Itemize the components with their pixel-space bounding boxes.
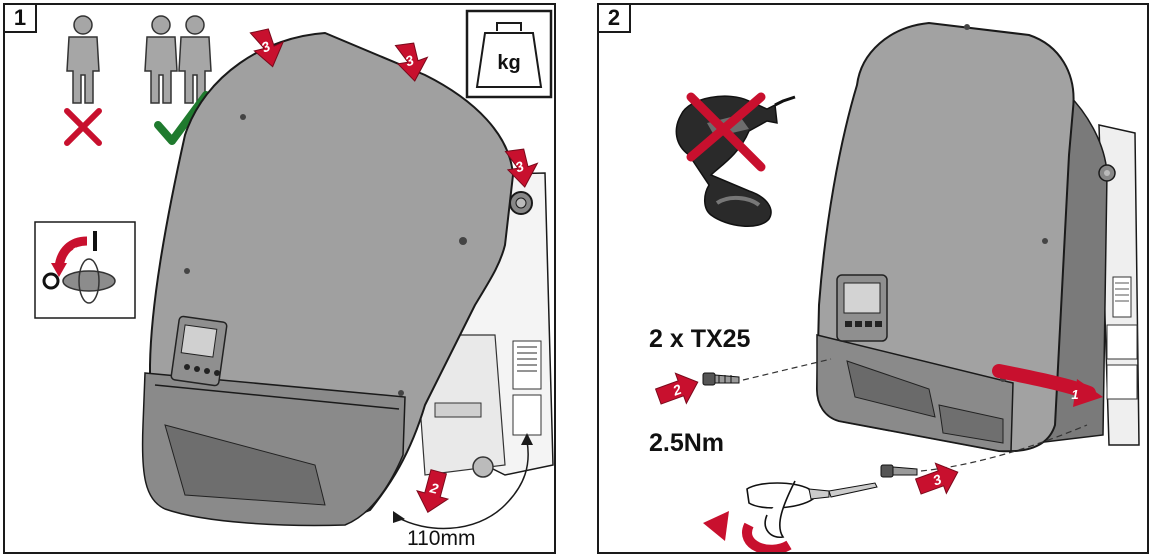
screw-icon [702,372,740,386]
weight-label: kg [497,52,520,74]
panel-1-illustration: kg 1 [34,9,554,530]
step-number: 2 [599,5,631,33]
alignment-line [742,358,832,381]
rotation-step: 1 [72,246,78,258]
screw-spec-label: 2 x TX25 [649,325,751,353]
distance-label: 110mm [407,527,476,550]
person-icon [178,15,212,104]
step-arrow-icon: 3 [249,28,285,68]
panel-2-illustration: 1 2 3 [654,21,1140,552]
step-panel-2: 2 [597,3,1149,554]
step-arrow-icon: 3 [394,42,429,82]
distance-indicator [393,433,533,530]
person-icon [66,15,100,104]
step-label: 1 [1071,387,1078,402]
inverter-device [815,21,1140,453]
screw-icon [880,464,918,478]
display-panel [836,274,888,342]
step-arrow-icon: 1 [992,364,1103,407]
torque-label: 2.5Nm [649,429,725,457]
inverter-device [141,31,554,527]
screwdriver-icon [746,480,878,539]
step-panel-1: 1 kg [3,3,556,554]
person-icon [144,15,178,104]
weight-icon: kg [465,9,553,99]
display-panel [170,315,228,387]
rotation-arrow-icon [703,511,792,552]
step-arrow-icon: 2 [416,469,450,514]
cross-icon [64,108,102,146]
switch-icon: 1 [34,221,136,319]
step-arrow-icon: 2 [654,372,699,405]
cross-icon [686,92,766,172]
step-arrow-icon: 3 [914,462,959,495]
checkmark-icon [154,91,210,145]
step-arrow-icon: 3 [504,148,539,188]
step-label: 2 [427,479,440,497]
step-number: 1 [5,5,37,33]
